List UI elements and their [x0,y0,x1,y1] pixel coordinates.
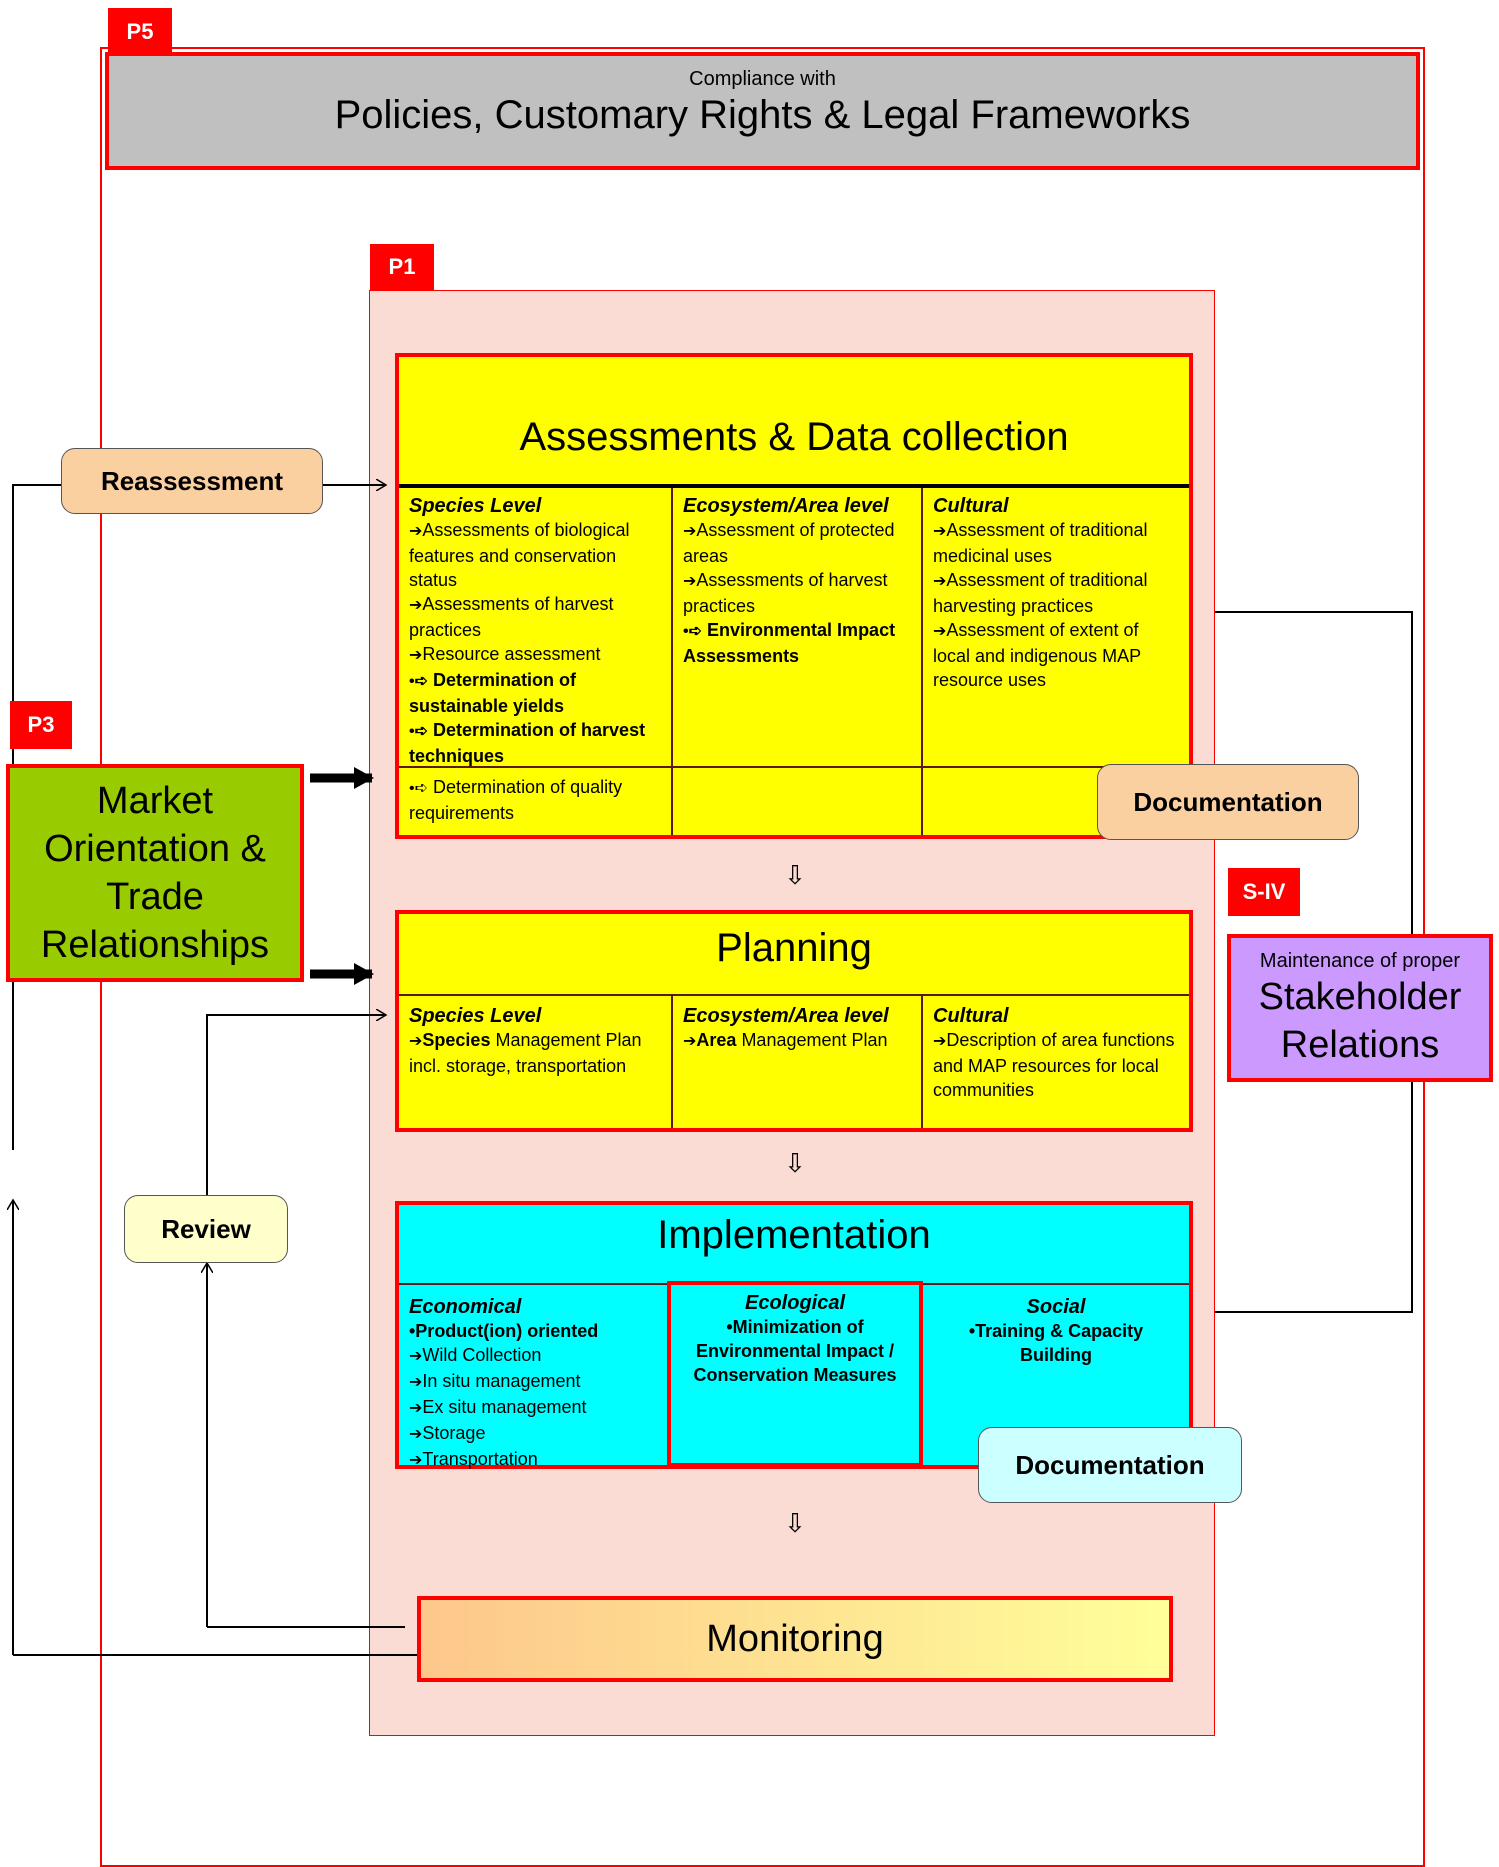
arrow-icon: ➔ [409,1348,423,1365]
arrow-icon: ➔ [409,1374,423,1391]
arrow-icon: ➔ [933,623,947,640]
assessment-quality-cell: •➪ Determination of quality requirements [409,777,623,823]
planning-title: Planning [716,926,872,970]
down-arrow-icon: ⇩ [784,860,806,890]
planning-col-divider-1 [671,996,673,1128]
assessment-species-item: ➔Assessments of biological features and … [409,520,630,590]
hand-arrow-icon: •➪ [409,673,429,690]
stakeholder-small-text: Maintenance of proper [1259,950,1461,972]
implementation-title: Implementation [657,1213,931,1257]
stakeholder-relations-box: Maintenance of proper Stakeholder Relati… [1227,934,1493,1082]
arrow-icon: ➔ [933,573,947,590]
planning-col-divider-2 [921,996,923,1128]
down-arrow-icon: ⇩ [784,1148,806,1178]
implementation-economical-item: ➔In situ management [409,1371,581,1391]
assessment-ecosystem-cell: Ecosystem/Area level ➔Assessment of prot… [673,488,921,674]
implementation-ecological-cell: Ecological •Minimization of Environmenta… [667,1281,923,1467]
planning-cultural-heading: Cultural [933,1005,1009,1027]
planning-species-note: incl. storage, transportation [409,1056,627,1076]
implementation-economical-item: ➔Wild Collection [409,1345,542,1365]
arrow-icon: ➔ [409,597,423,614]
assessment-ecosystem-item: ➔Assessment of protected areas [683,520,895,566]
arrow-icon: ➔ [933,523,947,540]
arrow-icon: ➔ [409,647,423,664]
implementation-economical-item: ➔Ex situ management [409,1397,587,1417]
arrow-icon: ➔ [933,1033,947,1050]
arrow-icon: ➔ [409,1426,423,1443]
arrow-icon: ➔ [409,1400,423,1417]
arrow-icon: ➔ [683,573,697,590]
assessment-ecosystem-heading: Ecosystem/Area level [683,495,889,517]
implementation-social-cell: Social •Training & Capacity Building [923,1289,1189,1373]
assessment-cultural-cell: Cultural ➔Assessment of traditional medi… [923,488,1189,698]
assessments-row-divider [399,766,1189,768]
planning-cultural-cell: Cultural ➔Description of area functions … [923,998,1189,1108]
assessment-cultural-item: ➔Assessment of extent of local and indig… [933,620,1141,690]
review-box: Review [124,1195,288,1263]
implementation-social-bold: •Training & Capacity Building [968,1321,1144,1365]
arrow-icon: ➔ [683,1033,697,1050]
assessments-col-divider-1 [671,488,673,835]
down-arrow-icon: ⇩ [784,1508,806,1538]
policies-header: Compliance with Policies, Customary Righ… [105,52,1420,170]
planning-ecosystem-item: ➔Area Management Plan [683,1030,888,1050]
p1-tag: P1 [370,244,434,290]
monitoring-box: Monitoring [417,1596,1173,1682]
assessment-species-bold-item: •➪ Determination of sustainable yields [409,670,577,716]
hand-arrow-icon: •➪ [683,623,703,640]
market-orientation-box: Market Orientation & Trade Relationships [6,764,304,982]
planning-species-item: ➔Species Management Plan [409,1030,642,1050]
documentation-box-implementation: Documentation [978,1427,1242,1503]
hand-arrow-icon: •➪ [409,723,429,740]
implementation-economical-heading: Economical [409,1296,522,1318]
assessment-species-cell: Species Level ➔Assessments of biological… [399,488,671,774]
hand-arrow-icon: •➪ [409,780,429,797]
assessments-title: Assessments & Data collection [519,415,1069,459]
assessment-cultural-item: ➔Assessment of traditional harvesting pr… [933,570,1148,616]
assessments-col-divider-2 [921,488,923,835]
assessment-cultural-heading: Cultural [933,495,1009,517]
assessment-species-item: ➔Assessments of harvest practices [409,594,614,640]
documentation-box-assessment: Documentation [1097,764,1359,840]
header-small-text: Compliance with [689,68,836,90]
implementation-economical-bold: •Product(ion) oriented [409,1321,599,1341]
arrow-icon: ➔ [409,1452,423,1469]
assessment-cultural-item: ➔Assessment of traditional medicinal use… [933,520,1148,566]
planning-cultural-item: ➔Description of area functions and MAP r… [933,1030,1175,1100]
planning-ecosystem-heading: Ecosystem/Area level [683,1005,889,1027]
stakeholder-title: Stakeholder Relations [1258,976,1462,1066]
arrow-icon: ➔ [409,523,423,540]
siv-tag: S-IV [1228,868,1300,916]
implementation-social-heading: Social [1026,1296,1086,1318]
assessment-species-heading: Species Level [409,495,542,517]
arrow-icon: ➔ [409,1033,423,1050]
implementation-ecological-heading: Ecological [744,1292,846,1314]
assessments-stage: Assessments & Data collection Species Le… [395,353,1193,839]
arrow-icon: ➔ [683,523,697,540]
planning-divider [399,994,1189,996]
reassessment-box: Reassessment [61,448,323,514]
planning-species-cell: Species Level ➔Species Management Plan i… [399,998,671,1084]
planning-ecosystem-cell: Ecosystem/Area level ➔Area Management Pl… [673,998,921,1060]
assessment-ecosystem-item: ➔Assessments of harvest practices [683,570,888,616]
p3-tag: P3 [10,701,72,749]
implementation-economical-item: ➔Transportation [409,1449,538,1469]
assessment-ecosystem-bold-item: •➪ Environmental Impact Assessments [683,620,896,666]
planning-species-heading: Species Level [409,1005,542,1027]
assessment-species-bold-item: •➪ Determination of harvest techniques [409,720,646,766]
assessments-divider [399,484,1189,488]
assessment-species-item: ➔Resource assessment [409,644,601,664]
implementation-economical-item: ➔Storage [409,1423,486,1443]
planning-stage: Planning Species Level ➔Species Manageme… [395,910,1193,1132]
header-title: Policies, Customary Rights & Legal Frame… [334,93,1191,137]
implementation-economical-cell: Economical •Product(ion) oriented ➔Wild … [399,1289,669,1479]
implementation-stage: Implementation Economical •Product(ion) … [395,1201,1193,1469]
implementation-ecological-bold: •Minimization of Environmental Impact / … [693,1317,897,1385]
